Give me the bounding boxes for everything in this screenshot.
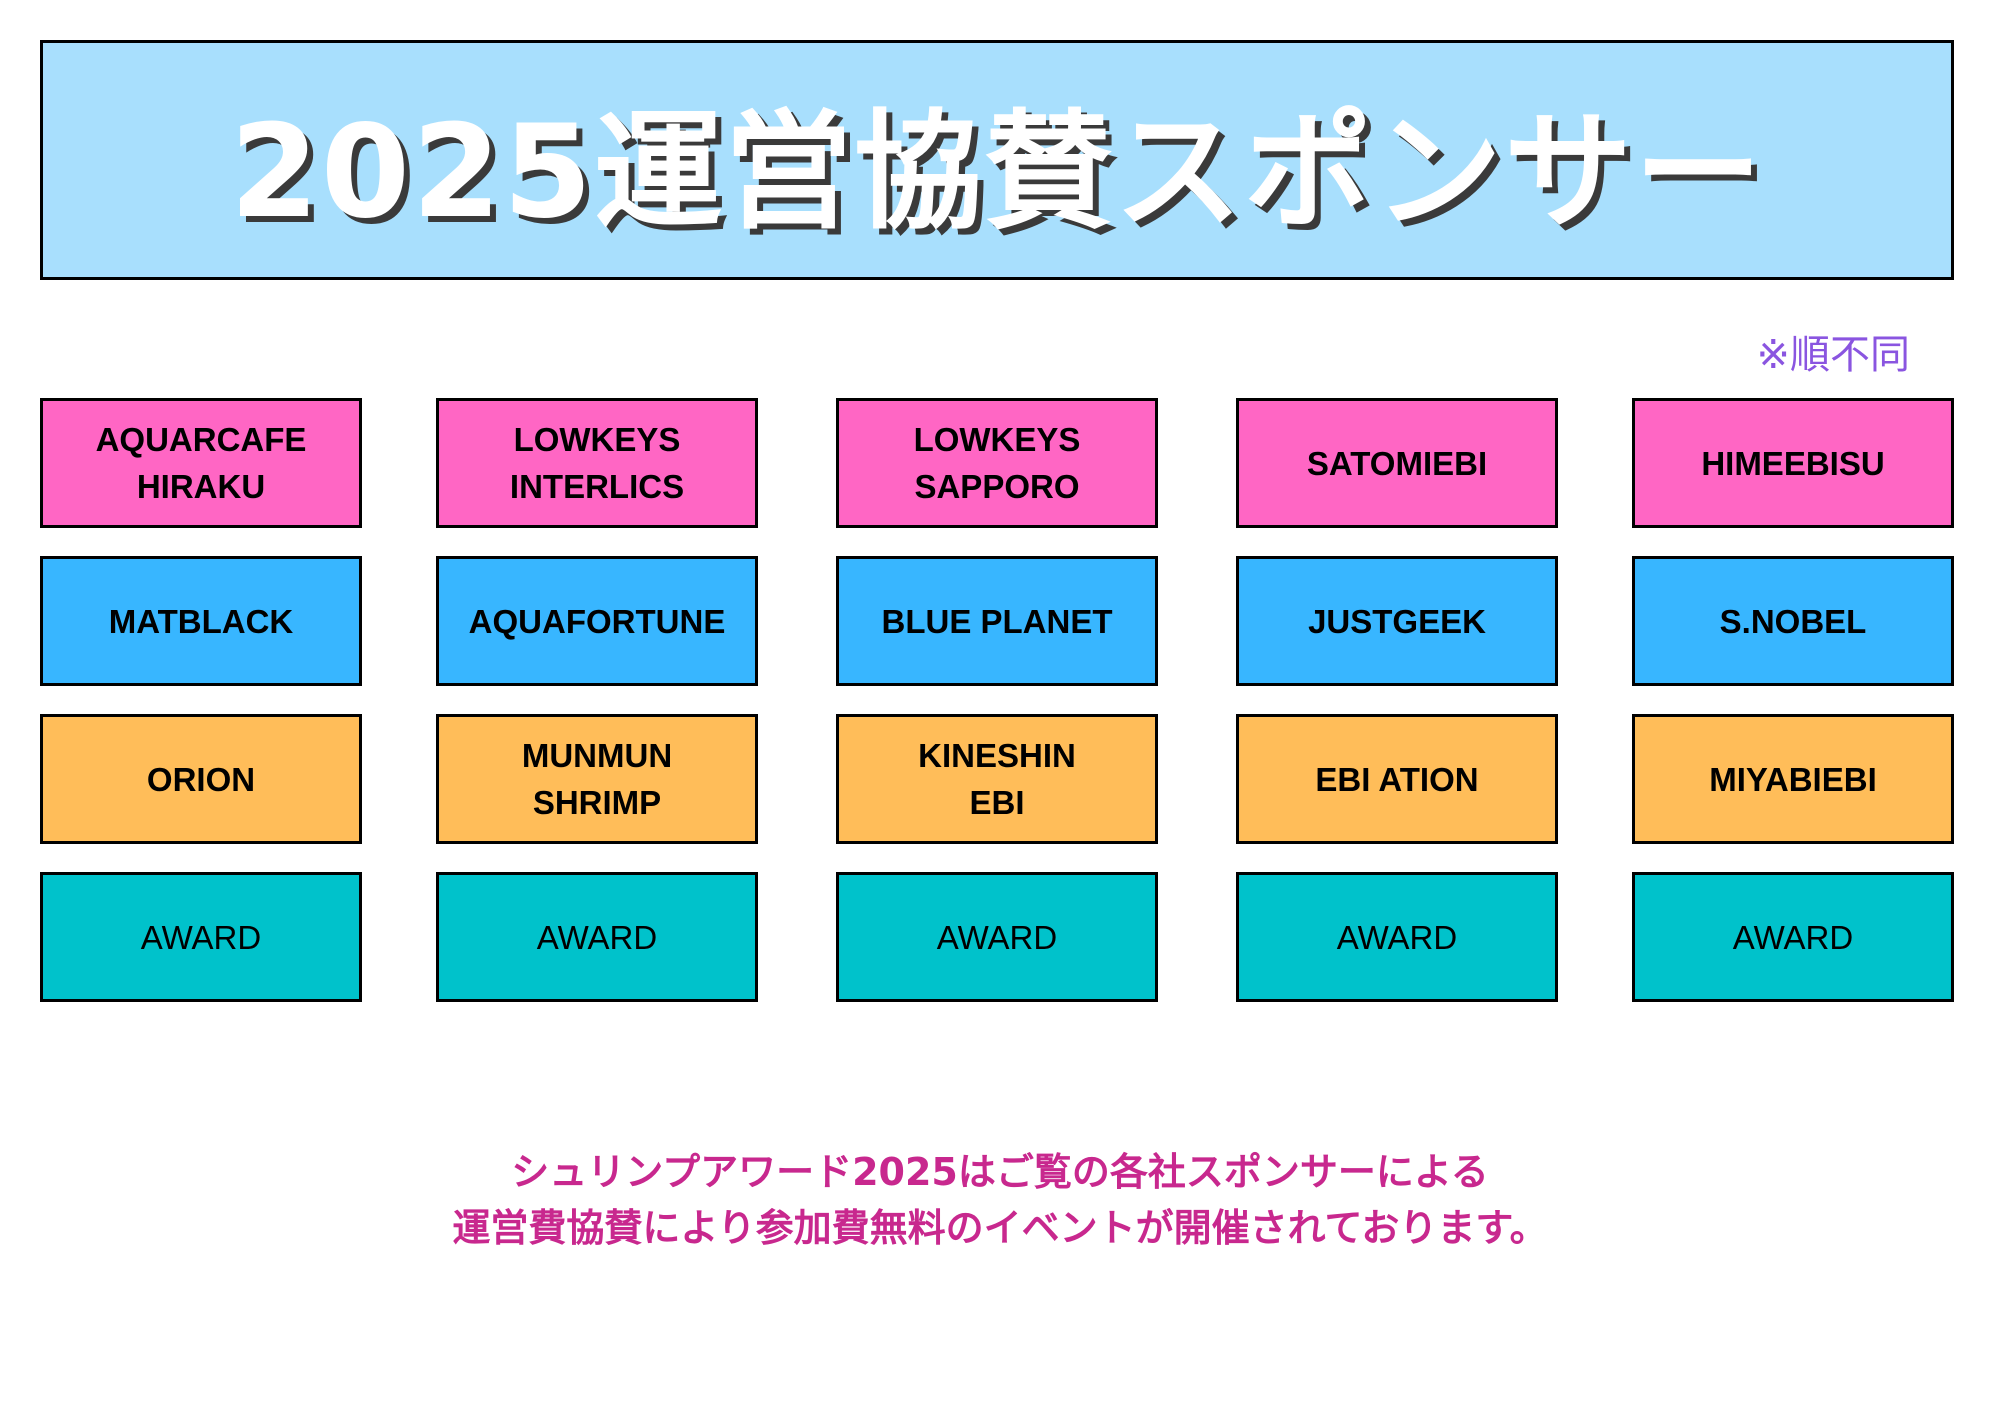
sponsor-box: EBI ATION — [1236, 714, 1558, 844]
sponsor-row-award: AWARD AWARD AWARD AWARD AWARD — [40, 872, 1954, 1002]
sponsor-box: JUSTGEEK — [1236, 556, 1558, 686]
sponsor-box: MATBLACK — [40, 556, 362, 686]
award-box: AWARD — [436, 872, 758, 1002]
footer-line-2: 運営費協賛により参加費無料のイベントが開催されております。 — [452, 1206, 1548, 1250]
sponsor-grid: AQUARCAFE HIRAKU LOWKEYS INTERLICS LOWKE… — [40, 398, 1954, 1030]
sponsor-box: LOWKEYS SAPPORO — [836, 398, 1158, 528]
sponsor-box: BLUE PLANET — [836, 556, 1158, 686]
sponsor-box: MUNMUN SHRIMP — [436, 714, 758, 844]
unordered-note: ※順不同 — [1756, 332, 1910, 378]
footer-line-1: シュリンプアワード2025はご覧の各社スポンサーによる — [511, 1150, 1489, 1194]
award-box: AWARD — [1236, 872, 1558, 1002]
sponsor-row-tier-1: AQUARCAFE HIRAKU LOWKEYS INTERLICS LOWKE… — [40, 398, 1954, 528]
sponsor-row-tier-2: MATBLACK AQUAFORTUNE BLUE PLANET JUSTGEE… — [40, 556, 1954, 686]
sponsor-box: AQUAFORTUNE — [436, 556, 758, 686]
sponsor-box: ORION — [40, 714, 362, 844]
award-box: AWARD — [836, 872, 1158, 1002]
award-box: AWARD — [1632, 872, 1954, 1002]
sponsor-row-tier-3: ORION MUNMUN SHRIMP KINESHIN EBI EBI ATI… — [40, 714, 1954, 844]
award-box: AWARD — [40, 872, 362, 1002]
sponsor-box: S.NOBEL — [1632, 556, 1954, 686]
sponsor-box: AQUARCAFE HIRAKU — [40, 398, 362, 528]
title-banner: 2025運営協賛スポンサー — [40, 40, 1954, 280]
page-title: 2025運営協賛スポンサー — [229, 97, 1765, 247]
sponsor-box: MIYABIEBI — [1632, 714, 1954, 844]
sponsor-box: SATOMIEBI — [1236, 398, 1558, 528]
sponsor-box: HIMEEBISU — [1632, 398, 1954, 528]
sponsor-box: KINESHIN EBI — [836, 714, 1158, 844]
sponsor-box: LOWKEYS INTERLICS — [436, 398, 758, 528]
footer-message: シュリンプアワード2025はご覧の各社スポンサーによる 運営費協賛により参加費無… — [0, 1144, 2000, 1256]
